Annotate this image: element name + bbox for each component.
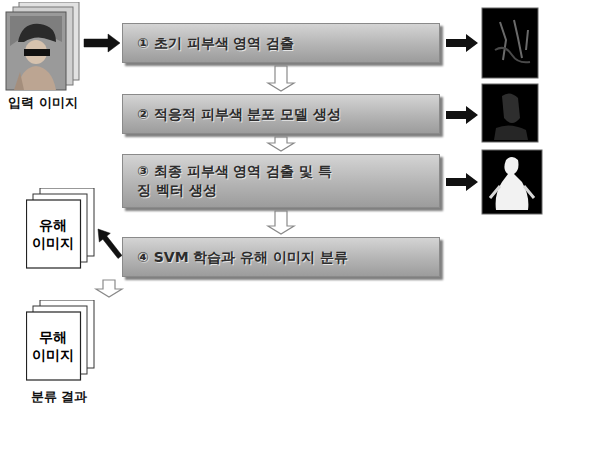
step-text: ④ SVM 학습과 유해 이미지 분류 — [137, 248, 348, 267]
flow-arrow — [96, 280, 122, 297]
drawing-part — [482, 84, 538, 142]
result-thumbnail — [482, 150, 542, 214]
drawing-part — [500, 20, 528, 60]
node-label: 무해 이미지 — [30, 328, 76, 364]
drawing-part — [496, 157, 529, 210]
drawing-part — [18, 24, 56, 42]
node-label: 유해 이미지 — [30, 216, 76, 252]
photo-stack — [4, 2, 82, 92]
step-text: ③ 최종 피부색 영역 검출 및 특징 벡터 생성 — [137, 162, 337, 200]
process-box: ② 적응적 피부색 분포 모델 생성 — [122, 94, 440, 134]
output-arrow — [446, 34, 478, 52]
output-arrow — [446, 106, 478, 124]
process-box: ③ 최종 피부색 영역 검출 및 특징 벡터 생성 — [122, 154, 440, 208]
flow-arrow — [268, 66, 294, 91]
drawing-part — [494, 125, 528, 140]
flow-arrow — [268, 137, 294, 151]
drawing-part — [27, 312, 81, 380]
input-image-stack: 입력 이미지 — [4, 2, 82, 114]
document-stack: 무해 이미지 — [26, 300, 96, 382]
flow-arrow — [268, 211, 294, 234]
process-box: ④ SVM 학습과 유해 이미지 분류 — [122, 237, 440, 277]
drawing-part — [24, 49, 50, 56]
drawing-part — [27, 200, 81, 268]
result-thumbnail — [482, 8, 538, 78]
drawing-part — [482, 150, 542, 214]
caption-label: 분류 결과 — [14, 388, 104, 406]
text-holder: 유해 이미지 — [26, 200, 80, 268]
block-arrow — [84, 34, 120, 52]
process-box: ① 초기 피부색 영역 검출 — [122, 23, 440, 63]
step-text: ② 적응적 피부색 분포 모델 생성 — [137, 105, 341, 124]
drawing-part — [490, 186, 534, 198]
drawing-part — [482, 8, 538, 78]
document-stack: 유해 이미지 — [26, 188, 96, 270]
drawing-part — [502, 93, 520, 123]
text-holder: 무해 이미지 — [26, 312, 80, 380]
drawing-part — [495, 48, 530, 62]
output-arrow — [446, 173, 478, 191]
step-text: ① 초기 피부색 영역 검출 — [137, 34, 294, 53]
drawing-part — [14, 72, 24, 90]
result-thumbnail — [482, 84, 538, 142]
drawing-part — [18, 66, 56, 90]
node-label: 입력 이미지 — [4, 94, 82, 111]
block-arrow — [98, 229, 122, 259]
drawing-part — [6, 12, 66, 90]
